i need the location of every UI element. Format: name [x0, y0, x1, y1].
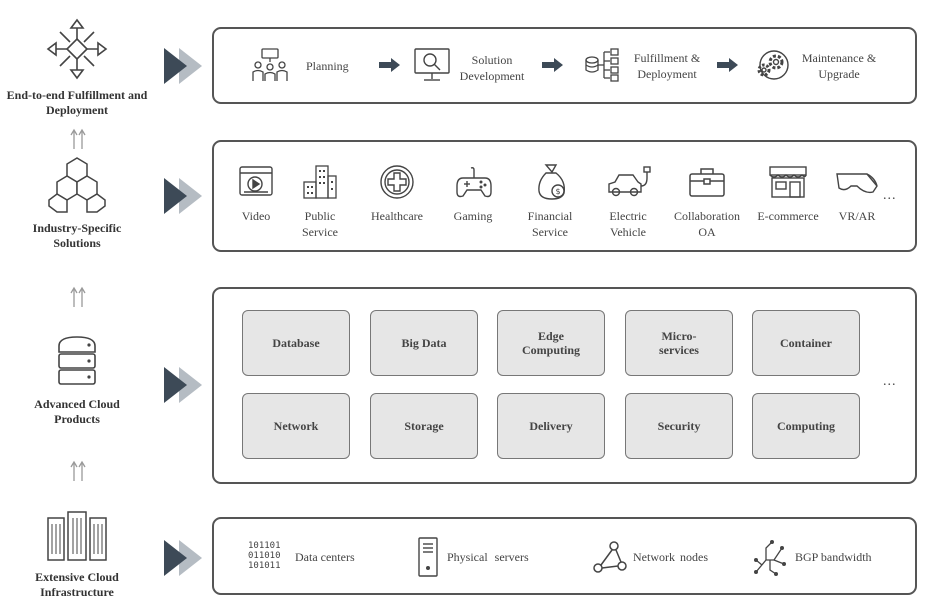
city-buildings-icon [303, 165, 337, 199]
product-box: Network [242, 393, 350, 459]
step-label: Maintenance & Upgrade [801, 51, 877, 81]
tier-label-infrastructure: Extensive Cloud Infrastructure [35, 570, 119, 599]
industry-label: E-commerce [757, 209, 819, 223]
industry-label: Collaboration OA [674, 209, 740, 239]
industry-label: VR/AR [838, 209, 876, 223]
medical-cross-icon [380, 165, 414, 199]
products-more: ... [883, 374, 897, 389]
vr-glasses-icon [836, 173, 878, 194]
arrow-right-icon [717, 58, 738, 72]
product-box: Container [752, 310, 860, 376]
chevron-right-icon [164, 367, 202, 403]
infra-label: BGP bandwidth [795, 550, 872, 564]
network-nodes-icon [593, 541, 627, 573]
binary-icon: 101101 011010 101011 [248, 541, 281, 571]
industry-label: Public Service [302, 209, 338, 239]
team-meeting-icon [252, 48, 288, 81]
product-box: Storage [370, 393, 478, 459]
arrow-right-icon [379, 58, 400, 72]
flow-chart-icon [585, 48, 619, 82]
storefront-icon [769, 166, 807, 198]
tier-label-industry: Industry-Specific Solutions [32, 221, 122, 250]
gamepad-icon [456, 167, 492, 198]
product-box: Delivery [497, 393, 605, 459]
industry-label: Healthcare [371, 209, 423, 223]
step-label: Planning [306, 59, 349, 73]
circuit-icon [754, 540, 786, 576]
infra-label: Data centers [295, 550, 355, 564]
product-box: Security [625, 393, 733, 459]
infra-label: Network nodes [633, 550, 708, 564]
chevron-right-icon [164, 178, 202, 214]
industry-label: Gaming [453, 209, 493, 223]
chevron-right-icon [164, 48, 202, 84]
svg-text:$: $ [555, 187, 560, 196]
infra-label: Physical servers [447, 550, 529, 564]
up-arrow-icon [70, 460, 86, 481]
product-box: Big Data [370, 310, 478, 376]
product-box: Database [242, 310, 350, 376]
product-box: Micro-services [625, 310, 733, 376]
hex-cubes-icon [48, 157, 106, 213]
monitor-search-icon [414, 48, 450, 81]
step-label: Solution Development [459, 53, 525, 83]
industry-label: Financial Service [527, 209, 573, 239]
fulfillment-panel [212, 27, 917, 104]
server-racks-icon [47, 511, 107, 561]
server-tower-icon [418, 537, 438, 577]
industry-label: Video [241, 209, 271, 223]
server-stack-icon [58, 336, 96, 385]
electric-car-icon [608, 166, 651, 197]
video-player-icon [239, 166, 273, 196]
chevron-right-icon [164, 540, 202, 576]
tier-label-products: Advanced Cloud Products [34, 397, 120, 426]
tier-label-fulfillment: End-to-end Fulfillment and Deployment [6, 88, 148, 117]
up-arrow-icon [70, 128, 86, 149]
infrastructure-panel [212, 517, 917, 595]
arrow-right-icon [542, 58, 563, 72]
product-box: Edge Computing [497, 310, 605, 376]
gears-icon [757, 50, 789, 80]
product-box: Computing [752, 393, 860, 459]
step-label: Fulfillment & Deployment [633, 51, 701, 81]
briefcase-icon [689, 168, 725, 197]
up-arrow-icon [70, 286, 86, 307]
converging-arrows-icon [46, 18, 108, 80]
industry-more: ... [883, 188, 897, 203]
money-bag-icon: $ [538, 164, 566, 200]
industry-label: Electric Vehicle [609, 209, 647, 239]
